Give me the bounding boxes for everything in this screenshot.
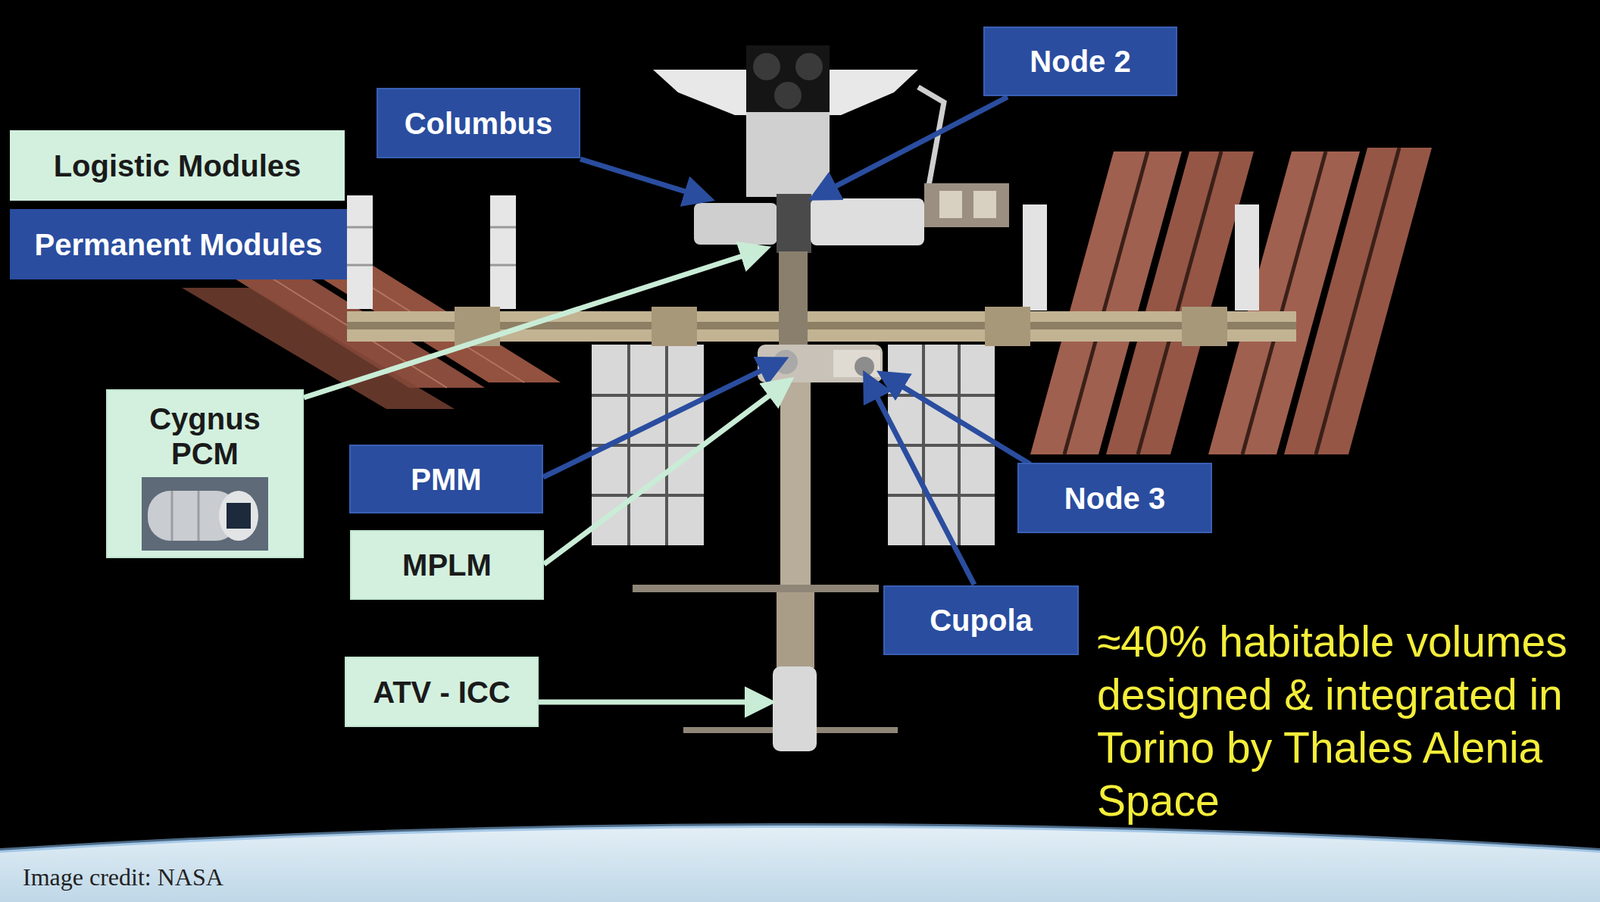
pmm-leader	[543, 360, 782, 478]
forward-modules	[693, 183, 1010, 254]
right-solar-arrays-part	[1022, 204, 1047, 311]
label-text: Node 2	[1029, 43, 1131, 79]
central-stack-part	[780, 382, 811, 586]
central-stack-part	[632, 584, 879, 593]
shuttle-part	[746, 45, 830, 197]
forward-modules-part	[939, 190, 963, 219]
left-solar-arrays-part	[346, 226, 373, 229]
right-solar-arrays-part	[1315, 147, 1400, 455]
hatch	[226, 503, 251, 529]
module-label: Cupola	[883, 585, 1079, 656]
forward-modules-part	[973, 190, 997, 219]
radiators-part	[591, 493, 704, 497]
forward-modules-part	[776, 193, 812, 254]
shuttle-part	[774, 81, 802, 110]
ring	[171, 490, 174, 541]
right-solar-arrays-part	[1064, 151, 1148, 455]
columbus-leader	[580, 159, 708, 199]
ring	[197, 490, 200, 541]
shuttle-part	[753, 53, 781, 81]
label-text: Permanent Modules	[34, 227, 322, 263]
label-text: Node 3	[1064, 481, 1166, 516]
module-label: Node 2	[983, 26, 1178, 97]
mplm-leader	[543, 381, 788, 565]
atv-leader	[538, 700, 769, 706]
right-solar-arrays	[1022, 147, 1432, 455]
label-text: Cygnus PCM	[133, 401, 278, 472]
truss-part	[1181, 306, 1228, 347]
central-stack-part	[833, 350, 881, 378]
right-solar-arrays-part	[1284, 147, 1432, 455]
radiators-part	[591, 393, 704, 397]
module-label: MPLM	[350, 530, 544, 600]
photo-ground	[141, 477, 269, 551]
earth	[0, 825, 1600, 902]
truss-part	[651, 306, 697, 347]
radiators-part	[887, 493, 995, 497]
image-credit: Image credit: NASA	[22, 863, 224, 892]
central-stack-part	[778, 251, 808, 349]
cygnus-photo	[141, 477, 269, 551]
cylinder-end	[218, 490, 259, 541]
legend-swatch: Logistic Modules	[9, 130, 345, 201]
legend-swatch: Permanent Modules	[9, 209, 347, 280]
earth-part	[0, 825, 1600, 902]
right-solar-arrays-part	[1137, 151, 1222, 455]
left-solar-arrays-part	[490, 195, 516, 310]
shuttle-part	[795, 53, 823, 81]
note-text: ≈40% habitable volumes designed & integr…	[1096, 615, 1594, 828]
module-label: ATV - ICC	[344, 656, 539, 728]
module-label: Node 3	[1017, 462, 1213, 534]
shuttle-part	[746, 45, 830, 113]
module-label: Columbus	[376, 87, 581, 159]
left-solar-arrays-part	[490, 226, 516, 229]
shuttle	[653, 45, 944, 197]
central-stack-part	[776, 592, 815, 669]
left-solar-arrays-part	[346, 264, 373, 267]
forward-modules-part	[810, 198, 925, 246]
label-text: Logistic Modules	[53, 148, 302, 184]
central-stack-part	[772, 666, 817, 752]
label-text: PMM	[410, 462, 482, 497]
label-text: Columbus	[404, 106, 554, 141]
cupola-leader	[866, 377, 975, 585]
right-solar-arrays-part	[1234, 204, 1260, 311]
label-text: ATV - ICC	[372, 675, 510, 710]
cygnus-leader	[303, 249, 764, 398]
central-stack-part	[854, 356, 875, 377]
left-solar-arrays-part	[490, 264, 516, 267]
module-label: PMM	[349, 444, 544, 514]
cygnus-photo-frame	[141, 477, 269, 551]
left-solar-arrays-part	[346, 195, 373, 310]
module-label: Cygnus PCM	[106, 389, 304, 559]
central-stack	[632, 251, 898, 752]
forward-modules-part	[924, 183, 1010, 228]
radiators-part	[887, 393, 995, 397]
label-text: Cupola	[929, 603, 1033, 638]
earth-part	[0, 825, 1600, 902]
forward-modules-part	[693, 203, 778, 245]
node2-leader	[815, 96, 1008, 197]
label-text: MPLM	[402, 547, 492, 583]
truss-part	[984, 306, 1031, 347]
